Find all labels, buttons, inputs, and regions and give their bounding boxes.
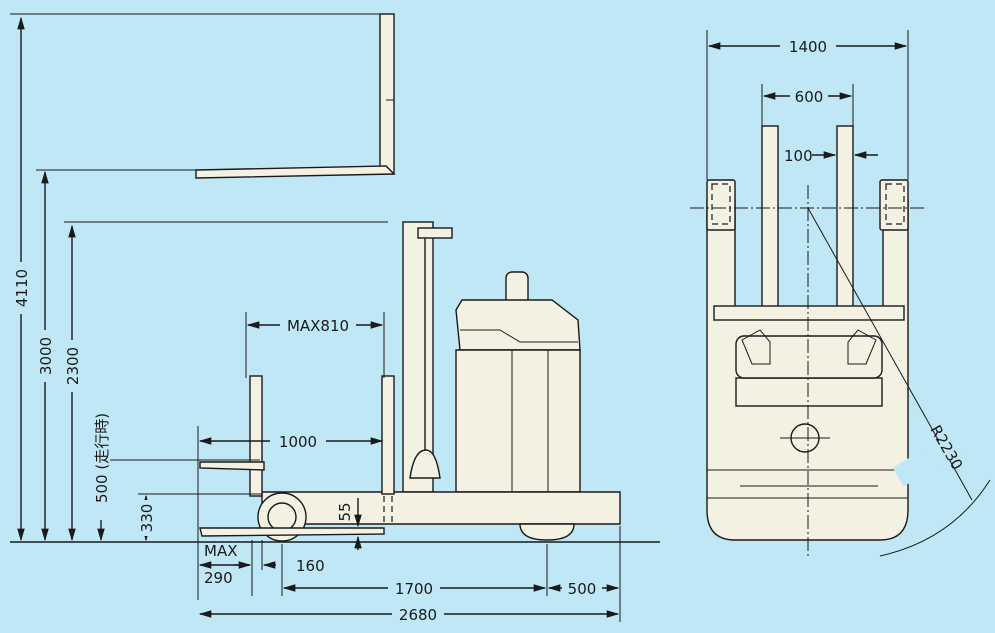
dim-330: 330 [138, 504, 156, 533]
side-view: 4110 3000 2300 500 (走行時) 330 MAX810 1000 [10, 13, 660, 624]
dim-1400: 1400 [789, 38, 827, 56]
dim-2300: 2300 [64, 347, 82, 385]
dim-55: 55 [336, 502, 354, 521]
lowered-fork [199, 375, 395, 537]
fork-left [761, 125, 779, 313]
dim-4110: 4110 [13, 269, 31, 307]
dim-1700: 1700 [395, 580, 433, 598]
dim-500-rear: 500 [568, 580, 597, 598]
chassis [257, 491, 621, 542]
front-view: R2230 1400 600 100 [690, 30, 991, 557]
dim-600: 600 [795, 88, 824, 106]
raised-fork [195, 13, 396, 179]
dim-1000: 1000 [279, 433, 317, 451]
dim-290: 290 [204, 569, 233, 587]
dim-500-travel: 500 (走行時) [93, 413, 111, 503]
carriage [713, 305, 905, 321]
dim-3000: 3000 [37, 337, 55, 375]
dim-max-label: MAX [204, 542, 237, 560]
mast [402, 221, 453, 493]
dim-100: 100 [784, 147, 813, 165]
dim-2680: 2680 [399, 606, 437, 624]
dim-max810: MAX810 [287, 317, 349, 335]
truck-body [455, 271, 581, 493]
dim-160: 160 [296, 557, 325, 575]
